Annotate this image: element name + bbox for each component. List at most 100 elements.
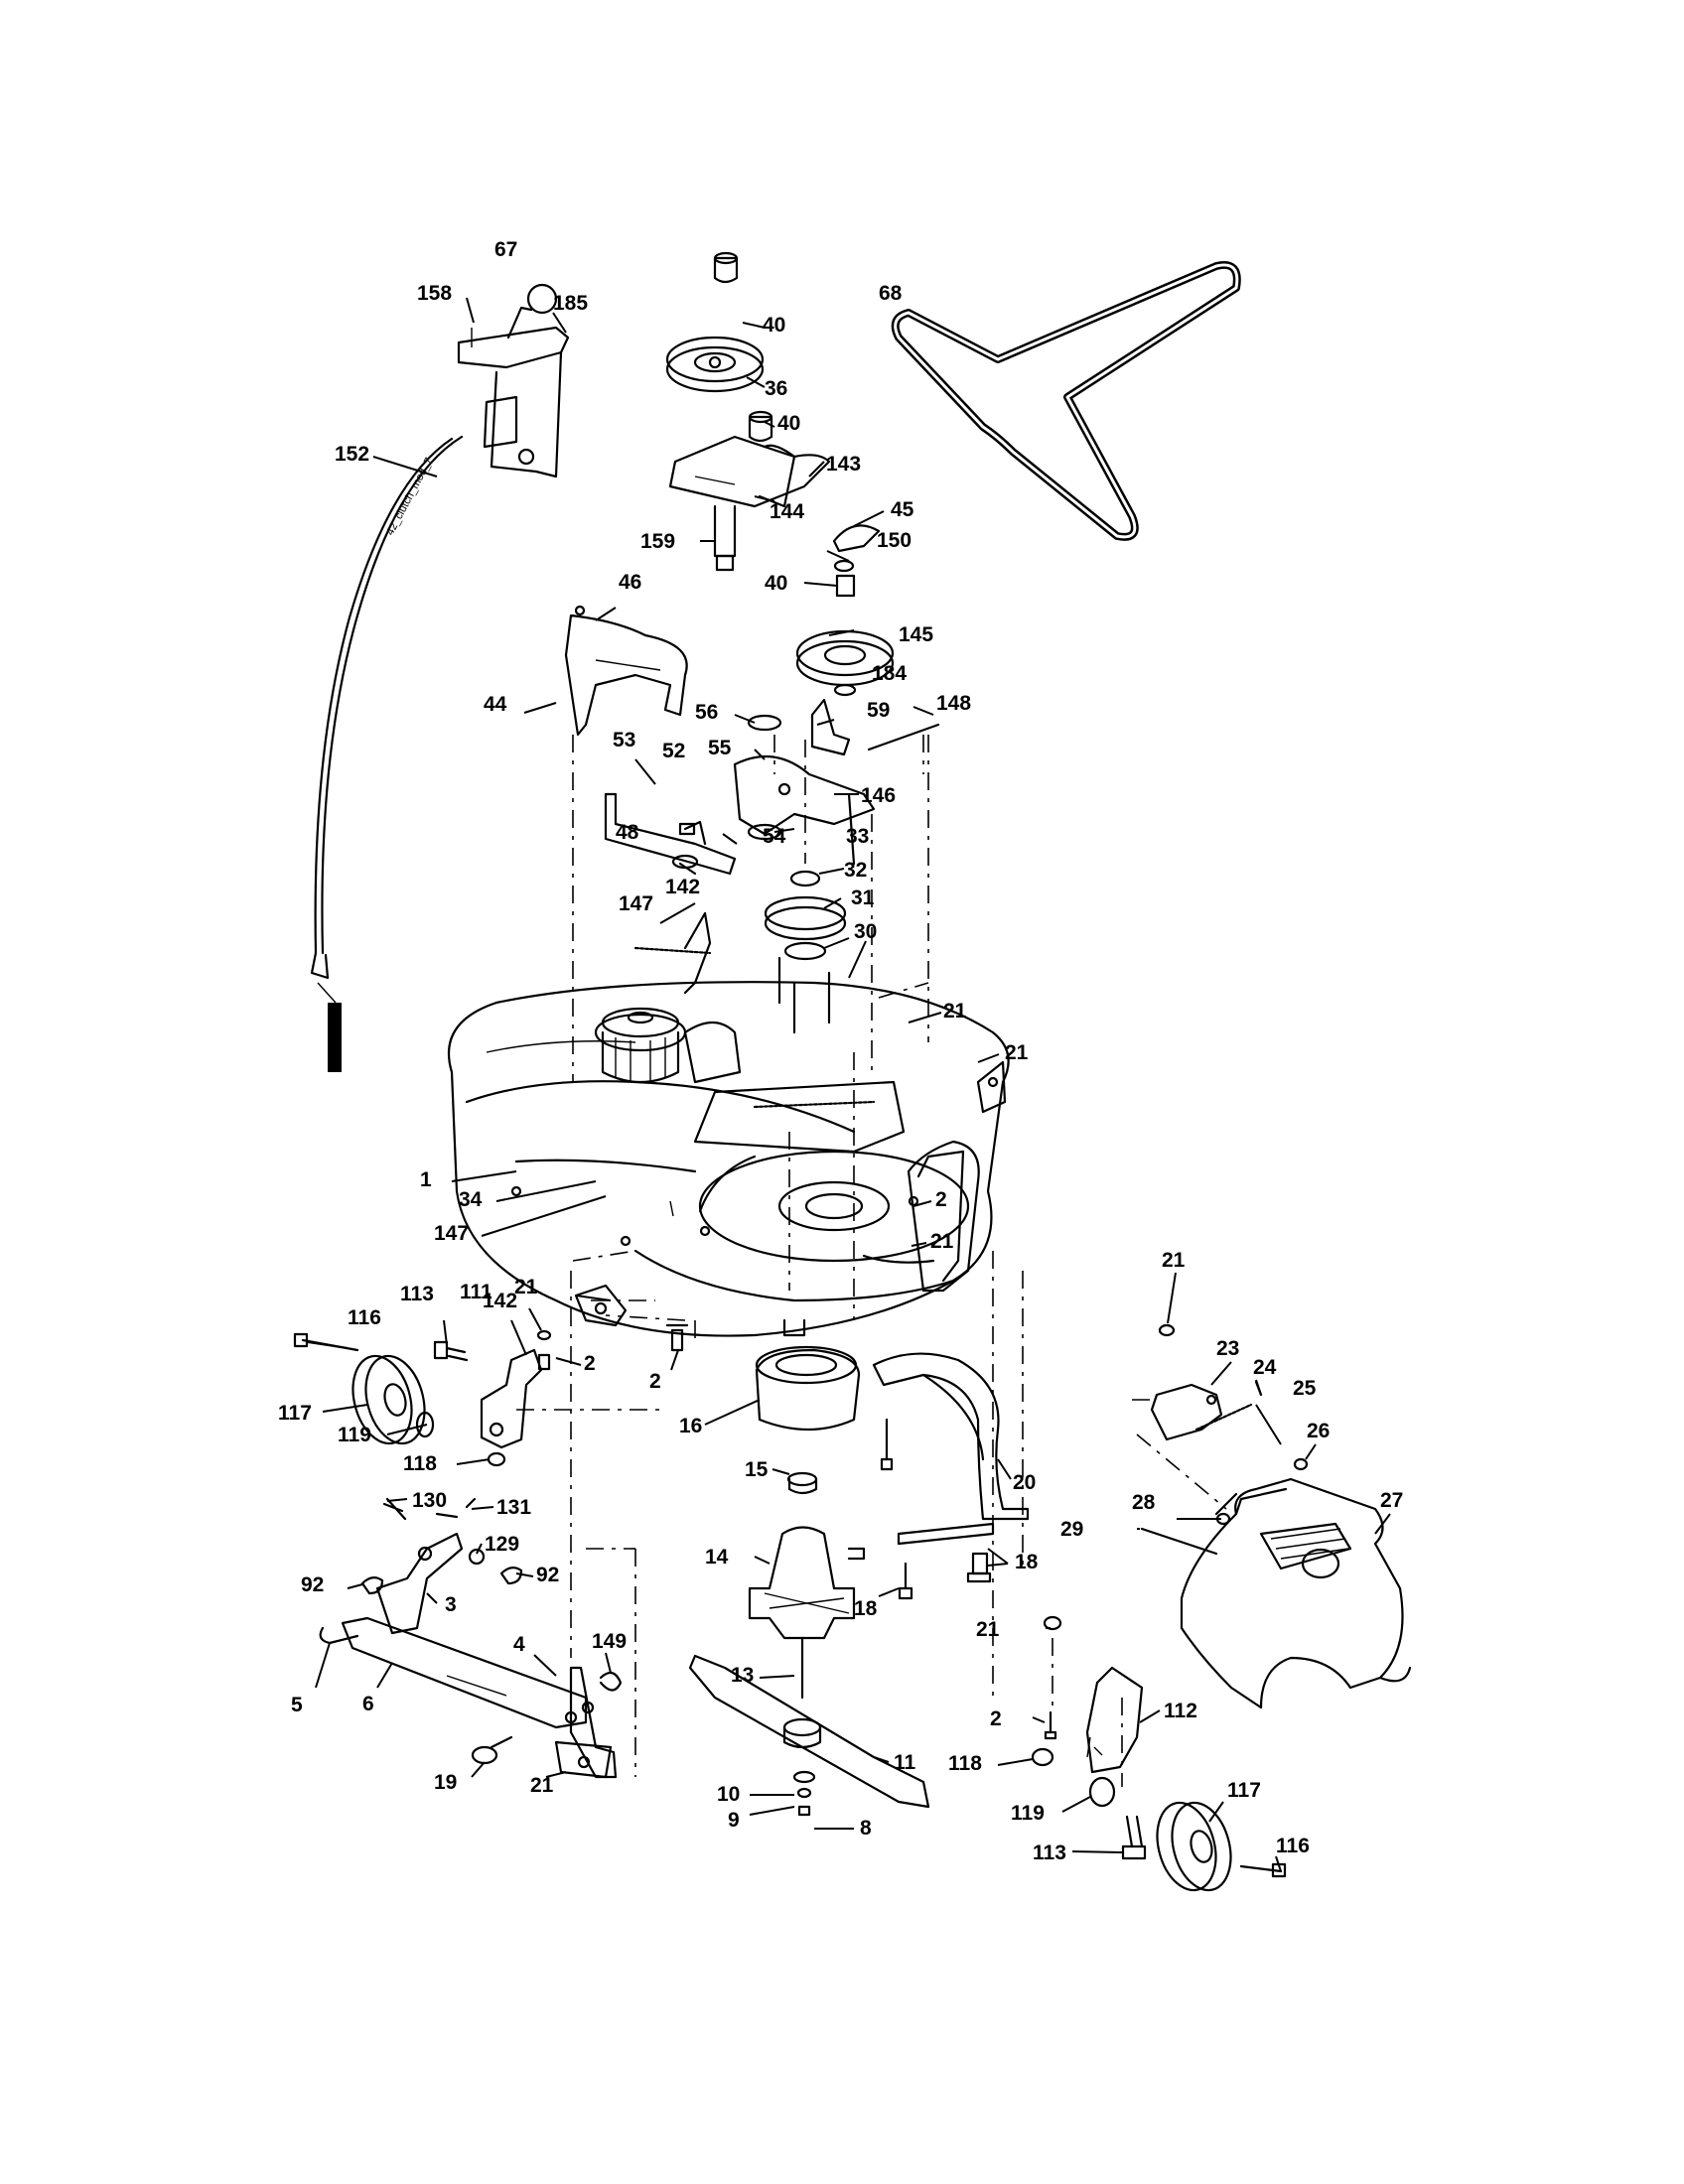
callout-184: 184 (872, 662, 907, 685)
callout-46: 46 (619, 571, 641, 594)
callout-10: 10 (717, 1783, 740, 1806)
callout-150: 150 (877, 529, 912, 552)
callout-143: 143 (826, 453, 861, 476)
alignment-lines (516, 735, 1227, 1787)
callout-21-b: 21 (1005, 1041, 1029, 1064)
callout-131: 131 (496, 1496, 531, 1519)
callout-32: 32 (844, 859, 867, 882)
callout-24: 24 (1253, 1356, 1277, 1379)
deck-hanger-right (976, 1060, 1007, 1114)
leader-lines (307, 297, 1391, 1872)
callout-21-g: 21 (1162, 1249, 1186, 1272)
callout-117-left: 117 (278, 1402, 312, 1425)
callout-25: 25 (1293, 1377, 1317, 1400)
callout-28: 28 (1132, 1491, 1156, 1514)
gauge-wheel-mounts (536, 1284, 689, 1371)
callout-52: 52 (662, 740, 685, 762)
lift-link (360, 1497, 523, 1635)
idler-pulley-mid (795, 524, 895, 697)
callout-55: 55 (708, 737, 732, 759)
callout-145: 145 (899, 623, 933, 646)
callout-6: 6 (362, 1693, 374, 1715)
callout-21-e: 21 (976, 1618, 1000, 1641)
shoulder-bolt (713, 504, 737, 572)
callout-152: 152 (335, 443, 369, 466)
callout-21-a: 21 (943, 1000, 967, 1023)
callout-92-left: 92 (301, 1573, 324, 1596)
spindle-pulley-left (594, 1007, 687, 1084)
callout-116-right: 116 (1276, 1835, 1310, 1857)
callout-21-d: 21 (514, 1276, 538, 1298)
callout-130: 130 (412, 1489, 447, 1512)
callout-2-c: 2 (649, 1370, 661, 1393)
callout-146: 146 (861, 784, 896, 807)
callout-4: 4 (513, 1633, 525, 1656)
callout-20: 20 (1013, 1471, 1036, 1494)
callout-29: 29 (1060, 1518, 1083, 1541)
callout-185: 185 (553, 292, 588, 315)
front-gauge-wheel-left (293, 1332, 469, 1445)
callouts: 67 158 185 152 40 36 40 143 144 159 68 4… (278, 238, 1403, 1864)
callout-144: 144 (770, 500, 804, 523)
callout-68: 68 (879, 282, 903, 305)
callout-117-right: 117 (1227, 1779, 1261, 1802)
callout-14: 14 (705, 1546, 729, 1569)
mower-blade (688, 1654, 930, 1817)
deck-bracket-center (683, 1021, 906, 1154)
callout-19: 19 (434, 1771, 457, 1794)
callout-112: 112 (1164, 1700, 1197, 1722)
drive-belt (891, 261, 1241, 541)
callout-40-mid: 40 (777, 412, 800, 435)
callout-48: 48 (616, 821, 639, 844)
callout-40-top: 40 (763, 314, 785, 337)
callout-119-right: 119 (1011, 1802, 1045, 1825)
callout-142-low: 142 (483, 1290, 517, 1312)
hairpin-clip-left (319, 1626, 359, 1645)
callout-113-right: 113 (1033, 1842, 1066, 1864)
front-gauge-wheel-right (1088, 1776, 1287, 1892)
callout-18-left: 18 (854, 1597, 878, 1620)
idler-arm-left (604, 792, 737, 876)
callout-67: 67 (494, 238, 517, 261)
callout-129: 129 (485, 1533, 519, 1556)
chute-bracket (1150, 1323, 1223, 1441)
callout-92-right: 92 (536, 1564, 559, 1586)
callout-59: 59 (867, 699, 890, 722)
callout-148: 148 (936, 692, 971, 715)
gauge-wheel-bracket-left (480, 1348, 543, 1467)
callout-113-left: 113 (400, 1283, 434, 1305)
callout-56: 56 (695, 701, 718, 724)
callout-18-right: 18 (1015, 1551, 1039, 1573)
callout-147-low: 147 (434, 1222, 469, 1245)
callout-30: 30 (854, 920, 877, 943)
clutch-cable: 42_clutch_mod_7 (310, 435, 464, 1072)
idler-arm (668, 435, 831, 508)
callout-118-left: 118 (403, 1452, 437, 1475)
spindle-housing (748, 1345, 866, 1749)
deck-pulley (764, 870, 847, 1034)
callout-2-b: 2 (584, 1352, 596, 1375)
callout-9: 9 (728, 1809, 740, 1832)
callout-34: 34 (459, 1188, 483, 1211)
clutch-knob (526, 283, 558, 315)
callout-27: 27 (1380, 1489, 1403, 1512)
callout-119-left: 119 (338, 1424, 371, 1446)
callout-11: 11 (894, 1751, 916, 1774)
callout-158: 158 (417, 282, 452, 305)
callout-159: 159 (640, 530, 675, 553)
gauge-wheel-bracket-right (1031, 1615, 1144, 1774)
callout-142-top: 142 (665, 876, 700, 898)
callout-2-a: 2 (935, 1188, 947, 1211)
belt-shield (564, 605, 688, 737)
callout-149: 149 (592, 1630, 627, 1653)
idler-pulley-top (665, 251, 773, 443)
callout-2-d: 2 (990, 1707, 1002, 1730)
callout-21-c: 21 (930, 1230, 954, 1253)
front-hanger-bracket (554, 1666, 623, 1779)
callout-116-left: 116 (348, 1306, 381, 1329)
callout-31: 31 (851, 887, 875, 909)
callout-21-f: 21 (530, 1774, 554, 1797)
callout-26: 26 (1307, 1420, 1330, 1442)
callout-8: 8 (860, 1817, 872, 1840)
discharge-chute (1180, 1477, 1412, 1709)
